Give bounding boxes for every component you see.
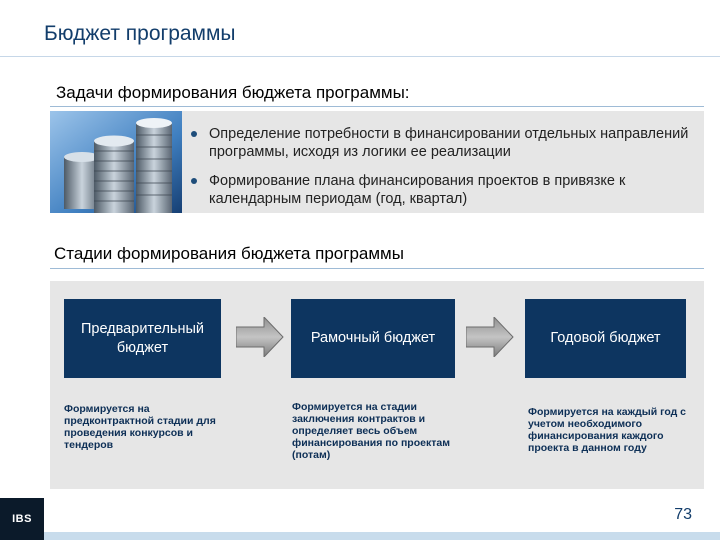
tasks-bullet-item: Формирование плана финансирования проект…: [191, 172, 691, 208]
stages-heading: Стадии формирования бюджета программы: [54, 244, 404, 263]
stage-description: Формируется на стадии заключения контрак…: [292, 401, 450, 461]
logo-text: IBS: [12, 513, 32, 525]
arrow-right-icon: [236, 317, 284, 357]
bullet-dot-icon: [191, 131, 197, 137]
slide-title: Бюджет программы: [44, 22, 236, 45]
tasks-bullet-item: Определение потребности в финансировании…: [191, 125, 691, 161]
tasks-bullet-text: Формирование плана финансирования проект…: [209, 173, 626, 207]
footer-bar: [0, 532, 720, 540]
stage-card-annual: Годовой бюджет: [525, 299, 686, 378]
tasks-bullet-list: Определение потребности в финансировании…: [191, 125, 691, 219]
arrow-right-icon: [466, 317, 514, 357]
stages-heading-rule: [50, 268, 704, 269]
stage-title: Рамочный бюджет: [310, 330, 436, 346]
stage-description: Формируется на каждый год с учетом необх…: [528, 406, 687, 454]
stage-title: Предварительный бюджет: [80, 320, 205, 356]
tasks-heading-rule: [50, 106, 704, 107]
ibs-logo: IBS: [0, 498, 44, 540]
title-divider: [0, 56, 720, 57]
tasks-heading: Задачи формирования бюджета программы:: [56, 83, 410, 102]
stage-title: Годовой бюджет: [550, 330, 661, 346]
tasks-bullet-text: Определение потребности в финансировании…: [209, 126, 689, 160]
stage-card-preliminary: Предварительный бюджет: [64, 299, 221, 378]
page-number: 73: [674, 506, 692, 523]
coins-image: [50, 111, 182, 213]
stage-description: Формируется на предконтрактной стадии дл…: [64, 403, 216, 451]
bullet-dot-icon: [191, 178, 197, 184]
stage-card-framework: Рамочный бюджет: [291, 299, 455, 378]
